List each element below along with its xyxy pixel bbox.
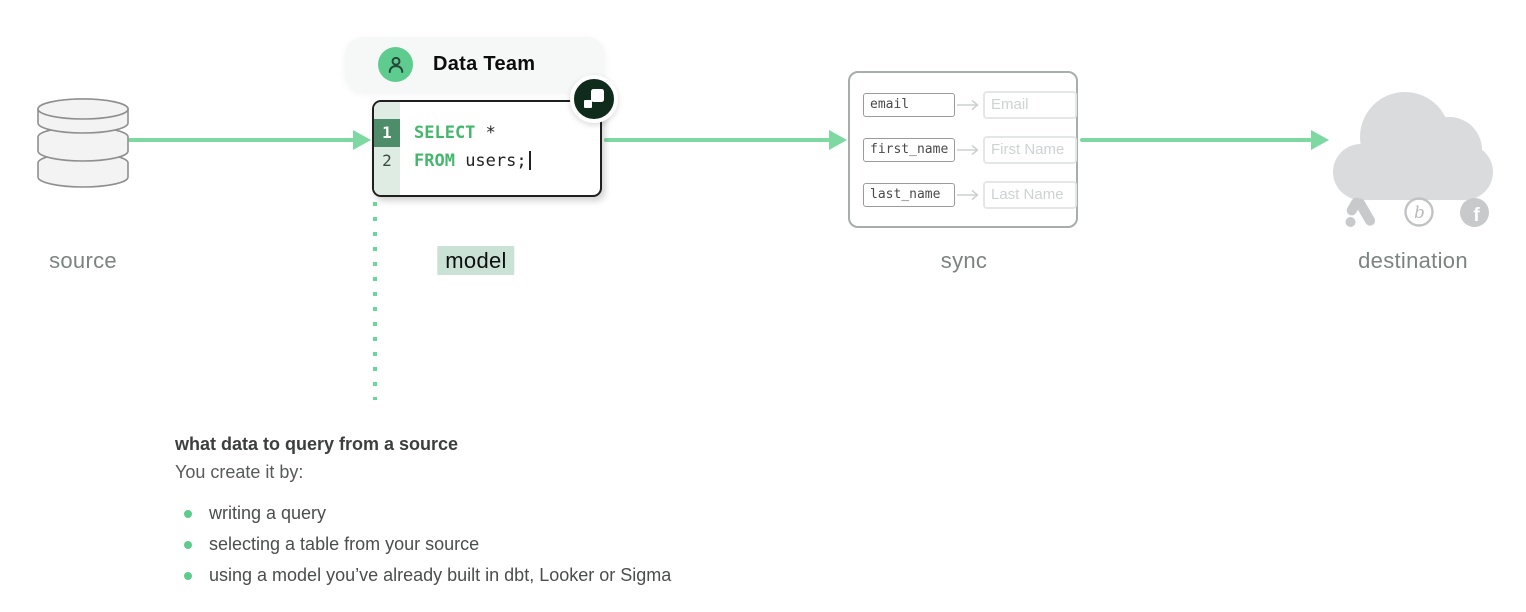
destination-logos: b f bbox=[1344, 196, 1490, 228]
sql-code: users; bbox=[454, 151, 527, 171]
braze-icon: b bbox=[1403, 197, 1434, 227]
stage-label-source: source bbox=[49, 248, 117, 273]
bullet-text: selecting a table from your source bbox=[209, 534, 480, 554]
bullet-item: selecting a table from your source bbox=[175, 534, 935, 555]
dotted-connector bbox=[373, 202, 377, 400]
data-team-badge: Data Team bbox=[345, 37, 605, 92]
source-field-box: last_name bbox=[863, 182, 955, 207]
model-highlight: model bbox=[437, 246, 515, 275]
database-icon bbox=[37, 97, 129, 202]
arrow-source-to-model-icon bbox=[128, 130, 371, 150]
sql-editor: 1 SELECT * 2 FROM users; bbox=[372, 100, 602, 197]
bullet-item: using a model you’ve already built in db… bbox=[175, 565, 935, 586]
code-line: 2 FROM users; bbox=[374, 147, 600, 175]
bullet-dot-icon bbox=[184, 541, 192, 549]
stage-label-model: model bbox=[437, 246, 515, 275]
notes-intro: You create it by: bbox=[175, 462, 304, 482]
bullet-text: using a model you’ve already built in db… bbox=[209, 565, 672, 585]
svg-text:b: b bbox=[1414, 203, 1425, 223]
person-icon bbox=[388, 56, 403, 73]
destination-field-box: Email bbox=[983, 90, 1077, 119]
stage-label-sync: sync bbox=[940, 248, 988, 273]
bullet-dot-icon bbox=[184, 572, 192, 580]
facebook-icon: f bbox=[1460, 197, 1489, 227]
destination-field-box: Last Name bbox=[983, 180, 1077, 209]
sync-mapping-card: email Email first_name First Name last_n… bbox=[848, 71, 1078, 228]
avatar bbox=[378, 47, 413, 82]
line-number-gutter bbox=[374, 102, 400, 195]
notes-heading: what data to query from a source bbox=[175, 434, 459, 454]
arrow-sync-to-destination-icon bbox=[1080, 130, 1329, 150]
cloud-icon bbox=[1333, 92, 1493, 205]
data-team-label: Data Team bbox=[433, 53, 536, 75]
bullet-text: writing a query bbox=[209, 503, 327, 523]
google-ads-icon bbox=[1345, 197, 1375, 227]
sql-code: * bbox=[475, 123, 496, 143]
mapping-row: last_name Last Name bbox=[863, 180, 1077, 209]
sql-keyword: SELECT bbox=[414, 123, 476, 143]
bullet-list: writing a query selecting a table from y… bbox=[175, 503, 935, 586]
text-cursor bbox=[528, 151, 531, 170]
mapping-arrow-icon bbox=[957, 144, 979, 155]
sql-keyword: FROM bbox=[414, 151, 455, 171]
line-number: 1 bbox=[374, 119, 400, 147]
notes-section: what data to query from a source You cre… bbox=[175, 434, 935, 596]
source-field-box: first_name bbox=[863, 137, 955, 162]
code-line: 1 SELECT * bbox=[374, 119, 600, 147]
source-field-box: email bbox=[863, 92, 955, 117]
line-number: 2 bbox=[382, 151, 392, 170]
hightouch-logo-icon bbox=[570, 75, 618, 123]
destination-field-box: First Name bbox=[983, 135, 1077, 164]
bullet-dot-icon bbox=[184, 510, 192, 518]
mapping-arrow-icon bbox=[957, 99, 979, 110]
arrow-model-to-sync-icon bbox=[604, 130, 847, 150]
bullet-item: writing a query bbox=[175, 503, 935, 524]
svg-text:f: f bbox=[1473, 205, 1480, 226]
mapping-row: first_name First Name bbox=[863, 135, 1077, 164]
mapping-row: email Email bbox=[863, 90, 1077, 119]
mapping-arrow-icon bbox=[957, 189, 979, 200]
stage-label-destination: destination bbox=[1358, 248, 1468, 273]
